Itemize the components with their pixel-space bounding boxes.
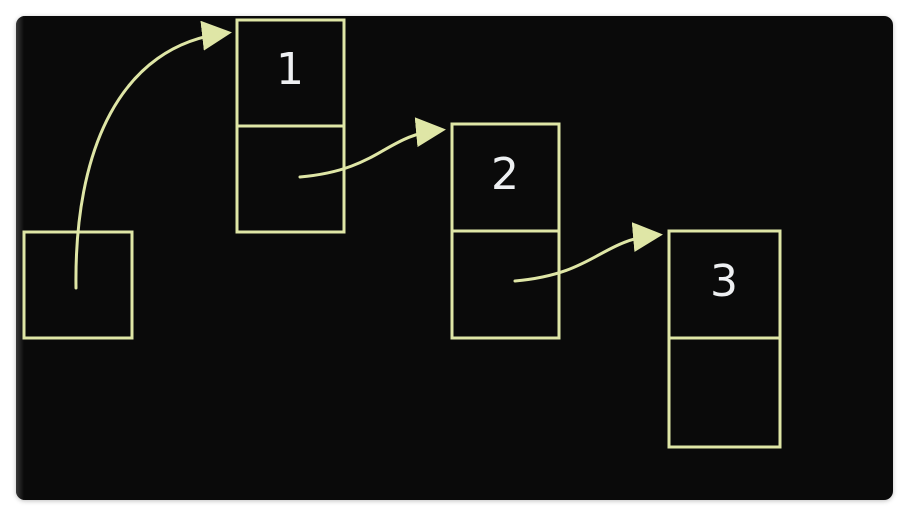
node-1-next-cell: [235, 124, 346, 234]
node-2-to-node-3-arrow: [513, 222, 663, 283]
node-3-next-cell: [667, 336, 782, 449]
node-2-value: 2: [491, 149, 519, 200]
head-to-node-1-arrow: [74, 20, 232, 290]
list-node-1: 1: [235, 18, 346, 234]
diagram-canvas: [16, 16, 893, 500]
node-1-to-node-2-arrow: [298, 117, 446, 179]
list-node-2: 2: [450, 122, 561, 340]
node-1-value: 1: [276, 44, 304, 95]
node-2-next-cell: [450, 229, 561, 340]
node-3-value: 3: [710, 256, 738, 307]
list-node-3: 3: [667, 229, 782, 449]
